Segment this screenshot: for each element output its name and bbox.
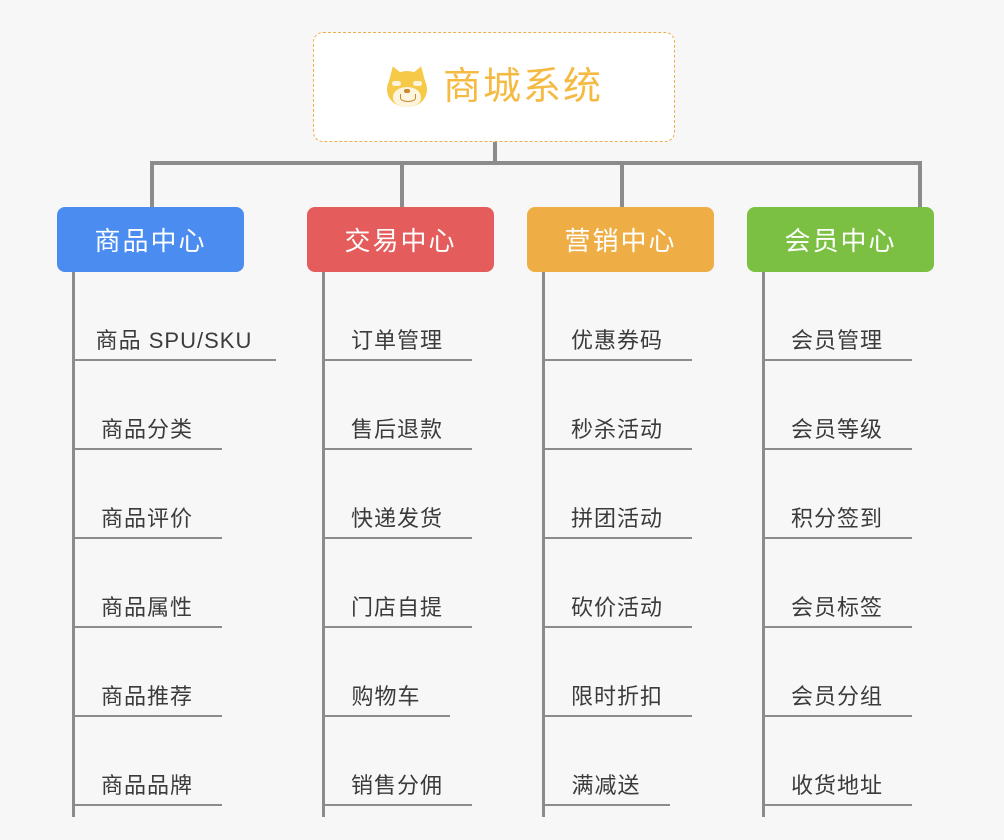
leaf-item[interactable]: 售后退款 (322, 361, 472, 450)
connector-drop-3 (620, 161, 624, 207)
leaf-item[interactable]: 积分签到 (762, 450, 912, 539)
leaf-item[interactable]: 砍价活动 (542, 539, 692, 628)
leaf-item[interactable]: 快递发货 (322, 450, 472, 539)
group-label: 会员中心 (784, 226, 897, 256)
leaf-item[interactable]: 会员等级 (762, 361, 912, 450)
leaf-item-label: 砍价活动 (570, 594, 663, 620)
leaf-item-label: 售后退款 (350, 416, 443, 442)
leaf-rail (762, 272, 765, 817)
leaf-item[interactable]: 收货地址 (762, 717, 912, 806)
leaf-item[interactable]: 满减送 (542, 717, 670, 806)
leaf-item-label: 秒杀活动 (570, 416, 663, 442)
leaf-item-label: 优惠券码 (570, 327, 663, 353)
leaf-item[interactable]: 会员标签 (762, 539, 912, 628)
leaf-item-label: 商品评价 (100, 505, 193, 531)
leaf-item[interactable]: 拼团活动 (542, 450, 692, 539)
leaf-item-label: 会员等级 (790, 416, 883, 442)
leaf-item-label: 会员标签 (790, 594, 883, 620)
leaf-item-label: 会员分组 (790, 683, 883, 709)
leaf-item[interactable]: 订单管理 (322, 272, 472, 361)
leaf-item[interactable]: 商品推荐 (72, 628, 222, 717)
connector-root-stem (493, 142, 497, 165)
leaf-item-label: 门店自提 (350, 594, 443, 620)
leaf-rail (322, 272, 325, 817)
group-label: 营销中心 (564, 226, 677, 256)
leaf-item-label: 订单管理 (350, 327, 443, 353)
leaf-item-label: 收货地址 (790, 772, 883, 798)
leaf-item-label: 快递发货 (350, 505, 443, 531)
leaf-item[interactable]: 购物车 (322, 628, 450, 717)
leaf-item-label: 销售分佣 (350, 772, 443, 798)
leaf-item[interactable]: 门店自提 (322, 539, 472, 628)
leaf-item-label: 商品属性 (100, 594, 193, 620)
root-node-title: 商城系统 (442, 66, 603, 108)
group-box-product[interactable]: 商品中心 (57, 207, 244, 272)
leaf-item-label: 购物车 (351, 683, 421, 709)
group-box-trade[interactable]: 交易中心 (307, 207, 494, 272)
leaf-rail (72, 272, 75, 817)
leaf-item-label: 商品推荐 (100, 683, 193, 709)
leaf-item[interactable]: 商品 SPU/SKU (72, 272, 276, 361)
leaf-item-label: 积分签到 (790, 505, 883, 531)
group-box-marketing[interactable]: 营销中心 (527, 207, 714, 272)
leaf-rail (542, 272, 545, 817)
leaf-item[interactable]: 秒杀活动 (542, 361, 692, 450)
connector-horizontal-bar (150, 161, 920, 165)
leaf-item[interactable]: 会员管理 (762, 272, 912, 361)
connector-drop-4 (918, 161, 922, 207)
leaf-item[interactable]: 优惠券码 (542, 272, 692, 361)
group-label: 商品中心 (94, 226, 207, 256)
shiba-inu-dog-icon (384, 63, 430, 109)
leaf-item[interactable]: 商品分类 (72, 361, 222, 450)
leaf-item-label: 限时折扣 (570, 683, 663, 709)
leaf-item-label: 商品品牌 (100, 772, 193, 798)
group-box-member[interactable]: 会员中心 (747, 207, 934, 272)
leaf-item[interactable]: 商品品牌 (72, 717, 222, 806)
leaf-item-label: 拼团活动 (570, 505, 663, 531)
connector-drop-1 (150, 161, 154, 207)
leaf-item[interactable]: 销售分佣 (322, 717, 472, 806)
leaf-item[interactable]: 会员分组 (762, 628, 912, 717)
leaf-item-label: 满减送 (571, 772, 641, 798)
leaf-item[interactable]: 商品属性 (72, 539, 222, 628)
leaf-item-label: 商品分类 (100, 416, 193, 442)
root-node-card[interactable]: 商城系统 (313, 32, 675, 142)
connector-drop-2 (400, 161, 404, 207)
leaf-item-label: 会员管理 (790, 327, 883, 353)
leaf-item-label: 商品 SPU/SKU (95, 327, 253, 353)
leaf-item[interactable]: 商品评价 (72, 450, 222, 539)
leaf-item[interactable]: 限时折扣 (542, 628, 692, 717)
group-label: 交易中心 (344, 226, 457, 256)
